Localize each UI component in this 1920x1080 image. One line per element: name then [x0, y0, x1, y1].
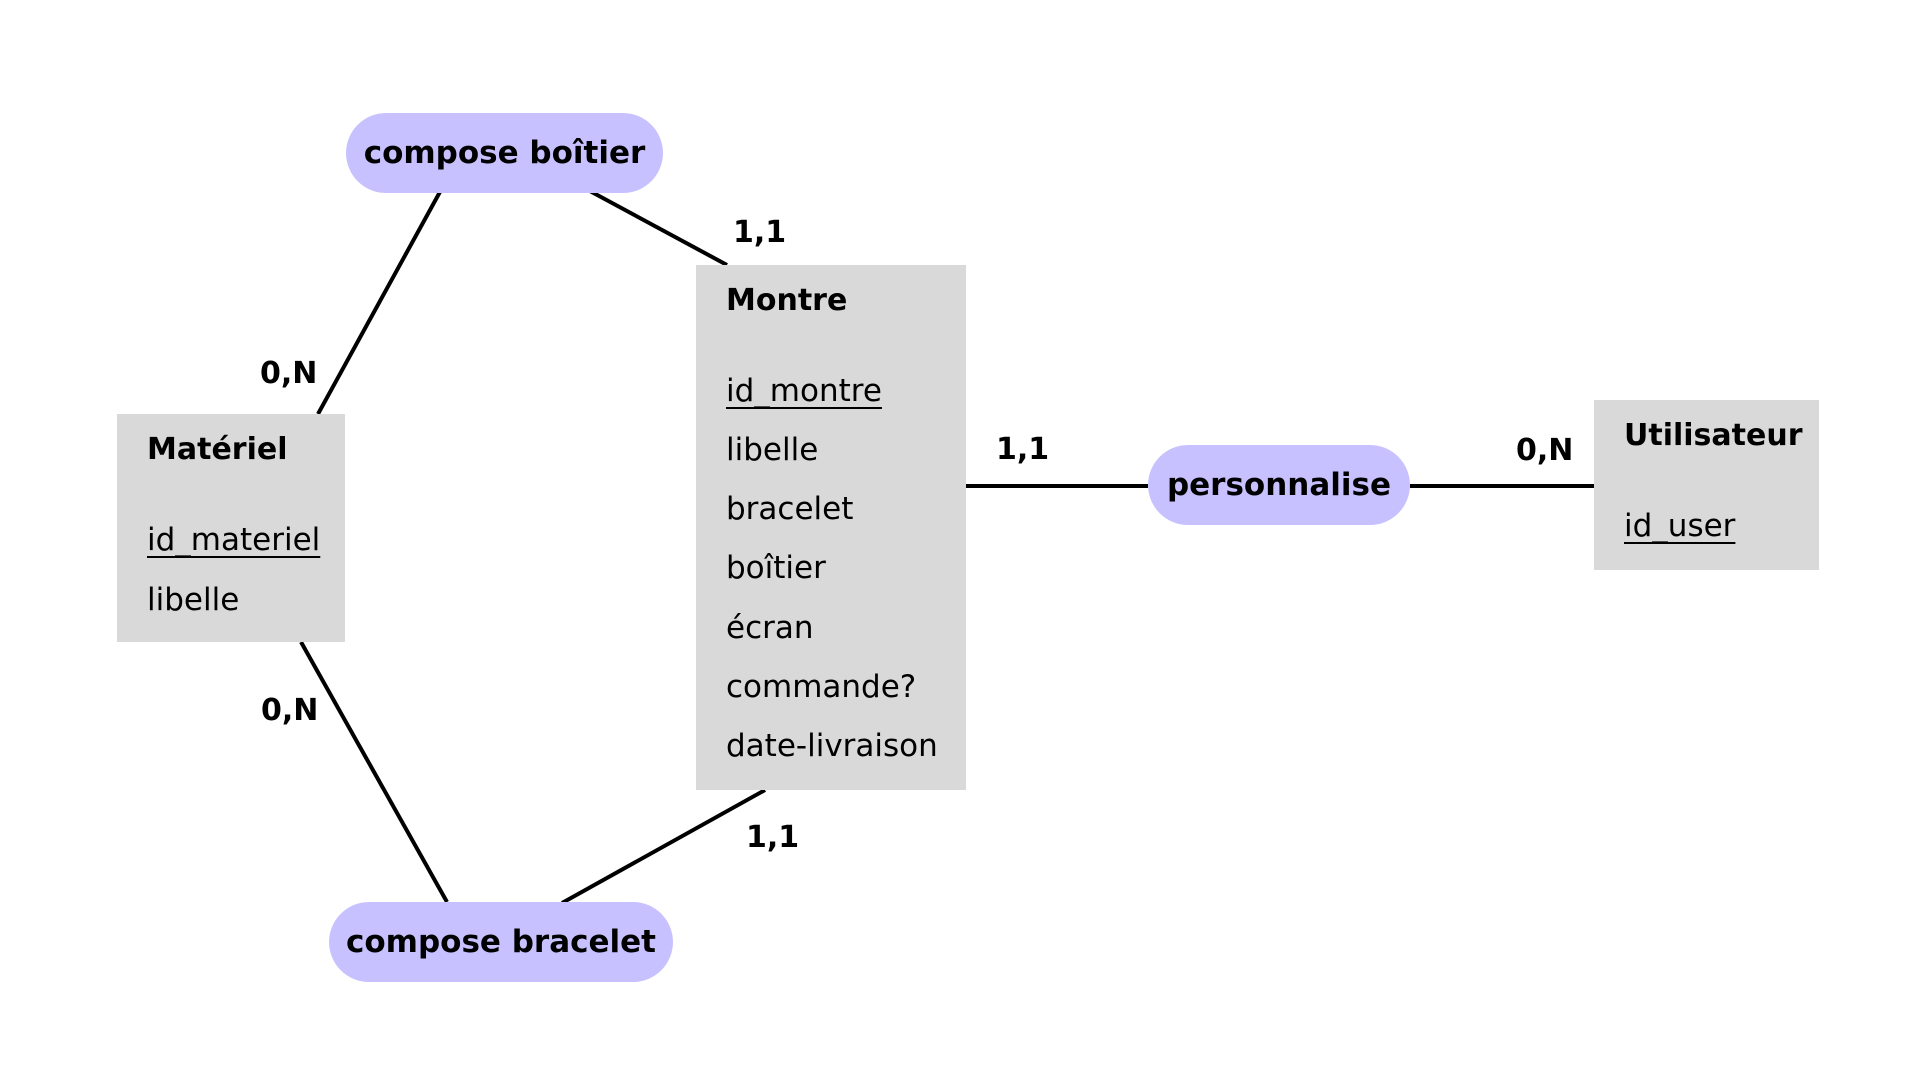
attribute-id-montre: id_montre	[726, 373, 882, 409]
link-boitier-montre	[587, 188, 728, 267]
association-personnalise[interactable]: personnalise	[1148, 445, 1410, 525]
attribute-libelle: libelle	[726, 432, 819, 468]
entity-materiel-title: Matériel	[147, 432, 288, 467]
link-bracelet-materiel	[299, 641, 449, 903]
attribute-commande: commande?	[726, 669, 917, 705]
link-boitier-materiel	[316, 189, 443, 415]
entity-utilisateur-title: Utilisateur	[1624, 418, 1803, 453]
cardinality-boitier-montre: 1,1	[733, 215, 787, 250]
entity-montre[interactable]: Montre id_montre libelle bracelet boîtie…	[696, 265, 966, 790]
attribute-ecran: écran	[726, 610, 814, 646]
attribute-id-user: id_user	[1624, 508, 1736, 544]
association-compose-bracelet[interactable]: compose bracelet	[329, 902, 673, 982]
link-bracelet-montre	[561, 788, 766, 905]
cardinality-personnalise-utilisateur: 0,N	[1516, 433, 1574, 468]
attribute-boitier: boîtier	[726, 550, 826, 586]
cardinality-bracelet-montre: 1,1	[746, 820, 800, 855]
attribute-date-livraison: date-livraison	[726, 728, 938, 764]
cardinality-boitier-materiel: 0,N	[260, 356, 318, 391]
entity-utilisateur[interactable]: Utilisateur id_user	[1594, 400, 1819, 570]
attribute-bracelet: bracelet	[726, 491, 854, 527]
cardinality-personnalise-montre: 1,1	[996, 432, 1050, 467]
attribute-id-materiel: id_materiel	[147, 522, 321, 558]
association-compose-boitier[interactable]: compose boîtier	[346, 113, 663, 193]
entity-materiel[interactable]: Matériel id_materiel libelle	[117, 414, 345, 642]
cardinality-bracelet-materiel: 0,N	[261, 693, 319, 728]
entity-montre-title: Montre	[726, 283, 848, 318]
attribute-libelle: libelle	[147, 582, 240, 618]
